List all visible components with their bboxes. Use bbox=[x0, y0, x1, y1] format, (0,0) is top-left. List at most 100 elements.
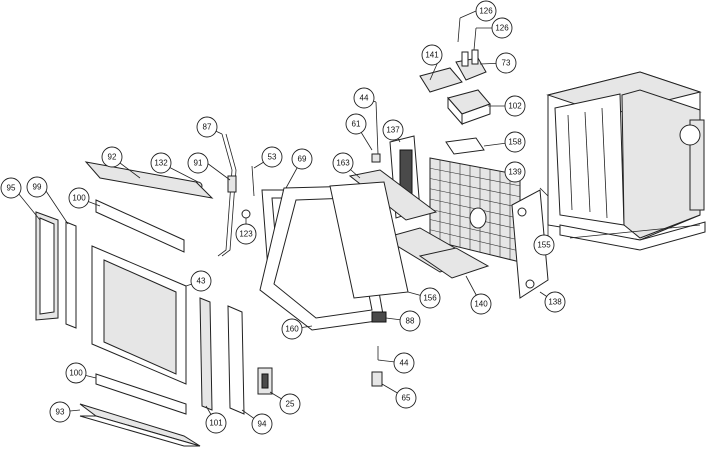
svg-text:101: 101 bbox=[209, 419, 223, 428]
part-101-side-strip bbox=[199, 297, 213, 411]
callout-99: 99 bbox=[26, 176, 48, 198]
svg-text:73: 73 bbox=[502, 59, 511, 68]
part-43-front-panel bbox=[91, 245, 187, 385]
part-141-deflector bbox=[419, 67, 463, 93]
callout-141: 141 bbox=[421, 44, 443, 66]
svg-text:138: 138 bbox=[548, 298, 562, 307]
svg-text:141: 141 bbox=[425, 51, 439, 60]
callout-65: 65 bbox=[395, 387, 417, 409]
part-140-log-rack bbox=[382, 227, 490, 279]
callout-138: 138 bbox=[544, 291, 566, 313]
grid-line bbox=[429, 188, 521, 208]
part-25-handle bbox=[257, 367, 273, 395]
callout-88: 88 bbox=[399, 310, 421, 332]
svg-text:139: 139 bbox=[508, 168, 522, 177]
part-123-bolt bbox=[241, 209, 251, 219]
callout-44-lower: 44 bbox=[393, 352, 415, 374]
callout-156: 156 bbox=[419, 287, 441, 309]
svg-text:61: 61 bbox=[352, 120, 361, 129]
svg-text:158: 158 bbox=[508, 138, 522, 147]
callout-123: 123 bbox=[235, 223, 257, 245]
part-53-screw bbox=[251, 165, 255, 197]
svg-text:156: 156 bbox=[423, 294, 437, 303]
svg-text:137: 137 bbox=[386, 126, 400, 135]
svg-text:44: 44 bbox=[400, 359, 409, 368]
svg-text:93: 93 bbox=[56, 408, 65, 417]
part-94-side-panel bbox=[227, 305, 245, 415]
callout-53: 53 bbox=[261, 146, 283, 168]
svg-text:100: 100 bbox=[69, 369, 83, 378]
callout-92: 92 bbox=[101, 146, 123, 168]
callout-163: 163 bbox=[332, 152, 354, 174]
part-88-latch bbox=[371, 311, 387, 323]
callout-61: 61 bbox=[345, 113, 367, 135]
svg-text:126: 126 bbox=[495, 24, 509, 33]
callout-44-upper: 44 bbox=[353, 87, 375, 109]
firebox-body bbox=[546, 71, 706, 251]
callout-100-lower: 100 bbox=[65, 362, 87, 384]
svg-text:53: 53 bbox=[268, 153, 277, 162]
svg-text:92: 92 bbox=[108, 153, 117, 162]
svg-text:99: 99 bbox=[33, 183, 42, 192]
svg-text:88: 88 bbox=[406, 317, 415, 326]
part-93-bottom-trim bbox=[79, 403, 201, 447]
callout-160: 160 bbox=[281, 318, 303, 340]
callout-140: 140 bbox=[470, 293, 492, 315]
svg-text:102: 102 bbox=[508, 102, 522, 111]
svg-text:43: 43 bbox=[197, 277, 206, 286]
grid-line bbox=[429, 178, 521, 198]
part-155-gasket bbox=[539, 187, 549, 238]
part-139-grid-panel bbox=[429, 157, 521, 263]
part-87-hinge bbox=[217, 133, 237, 257]
part-91-hinge-pin bbox=[227, 175, 237, 193]
grid-line bbox=[429, 229, 521, 252]
svg-text:95: 95 bbox=[7, 184, 16, 193]
svg-text:140: 140 bbox=[474, 300, 488, 309]
callout-139: 139 bbox=[504, 161, 526, 183]
callout-93: 93 bbox=[49, 401, 71, 423]
part-61-clip bbox=[371, 101, 381, 163]
svg-text:69: 69 bbox=[298, 155, 307, 164]
svg-text:126: 126 bbox=[479, 7, 493, 16]
part-126-screws bbox=[457, 17, 477, 51]
callout-158: 158 bbox=[504, 131, 526, 153]
callout-102: 102 bbox=[504, 95, 526, 117]
part-73-bracket bbox=[455, 49, 487, 81]
part-158-plate bbox=[445, 137, 485, 155]
callout-87: 87 bbox=[196, 116, 218, 138]
svg-text:160: 160 bbox=[285, 325, 299, 334]
svg-text:155: 155 bbox=[537, 241, 551, 250]
callout-137: 137 bbox=[382, 119, 404, 141]
callout-91: 91 bbox=[187, 152, 209, 174]
callout-132: 132 bbox=[150, 152, 172, 174]
callout-101: 101 bbox=[205, 412, 227, 434]
part-138-side-panel bbox=[511, 189, 549, 299]
callout-94: 94 bbox=[251, 413, 273, 435]
svg-text:87: 87 bbox=[203, 123, 212, 132]
part-100-upper-bracket bbox=[95, 199, 185, 253]
svg-text:65: 65 bbox=[402, 394, 411, 403]
part-100-lower-bracket bbox=[95, 373, 187, 415]
part-99-side-strip bbox=[65, 221, 77, 329]
callout-100-upper: 100 bbox=[68, 187, 90, 209]
grid-line bbox=[429, 167, 521, 187]
part-65-lower-clip bbox=[371, 371, 383, 387]
callout-73: 73 bbox=[495, 52, 517, 74]
svg-text:25: 25 bbox=[286, 400, 295, 409]
svg-text:100: 100 bbox=[72, 194, 86, 203]
callout-126-top: 126 bbox=[475, 0, 497, 22]
part-102-box bbox=[447, 89, 491, 126]
svg-text:132: 132 bbox=[154, 159, 168, 168]
callout-43: 43 bbox=[190, 270, 212, 292]
callout-126-second: 126 bbox=[491, 17, 513, 39]
grid-line bbox=[429, 219, 521, 241]
svg-text:163: 163 bbox=[336, 159, 350, 168]
callout-95: 95 bbox=[0, 177, 22, 199]
svg-text:94: 94 bbox=[258, 420, 267, 429]
callout-69: 69 bbox=[291, 148, 313, 170]
svg-text:123: 123 bbox=[239, 230, 253, 239]
callout-155: 155 bbox=[533, 234, 555, 256]
part-92-top-trim bbox=[84, 161, 214, 199]
svg-text:44: 44 bbox=[360, 94, 369, 103]
